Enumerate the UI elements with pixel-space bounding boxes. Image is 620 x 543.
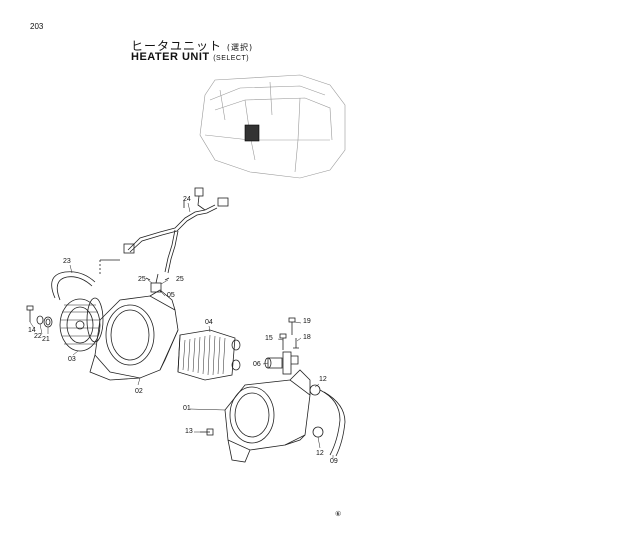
- footer-mark: ⑥: [335, 511, 342, 518]
- connector-05: [145, 273, 170, 293]
- machine-silhouette: [199, 74, 346, 179]
- part-label-22: 22: [34, 333, 42, 340]
- title-english: HEATER UNIT (SELECT): [131, 51, 249, 63]
- part-label-14: 14: [28, 327, 36, 334]
- hose-23: [51, 271, 96, 301]
- title-japanese: ヒータユニット (選択): [131, 37, 253, 54]
- part-label-21: 21: [42, 336, 50, 343]
- title-en-sub: (SELECT): [213, 55, 250, 62]
- housing-02: [89, 289, 179, 381]
- part-label-24: 24: [183, 196, 191, 203]
- hose-09-clamps-12: [309, 384, 346, 457]
- bolt-14-washers: [26, 305, 53, 328]
- part-label-18: 18: [303, 334, 311, 341]
- part-label-12b: 12: [316, 450, 324, 457]
- part-label-01: 01: [183, 405, 191, 412]
- part-label-05: 05: [167, 292, 175, 299]
- part-label-09: 09: [330, 458, 338, 465]
- part-label-25b: 25: [176, 276, 184, 283]
- housing-01: [224, 369, 311, 463]
- part-label-23: 23: [63, 258, 71, 265]
- screw-13: [200, 428, 214, 436]
- valve-06: [264, 351, 299, 375]
- part-label-06: 06: [253, 361, 261, 368]
- part-label-15: 15: [265, 335, 273, 342]
- page-number: 203: [30, 22, 44, 31]
- blower-fan-03: [59, 297, 104, 352]
- heater-core-04: [177, 329, 241, 381]
- wire-harness-24: [99, 187, 229, 275]
- title-jp-sub: (選択): [226, 43, 254, 52]
- part-label-02: 02: [135, 388, 143, 395]
- title-en-main: HEATER UNIT: [131, 51, 210, 63]
- part-label-13: 13: [185, 428, 193, 435]
- part-label-12a: 12: [319, 376, 327, 383]
- part-label-03: 03: [68, 356, 76, 363]
- part-label-19: 19: [303, 318, 311, 325]
- part-label-25a: 25: [138, 276, 146, 283]
- part-label-04: 04: [205, 319, 213, 326]
- leader-lines: [29, 202, 334, 458]
- title-jp-main: ヒータユニット: [131, 39, 223, 53]
- bolts-19-15-18: [279, 317, 299, 350]
